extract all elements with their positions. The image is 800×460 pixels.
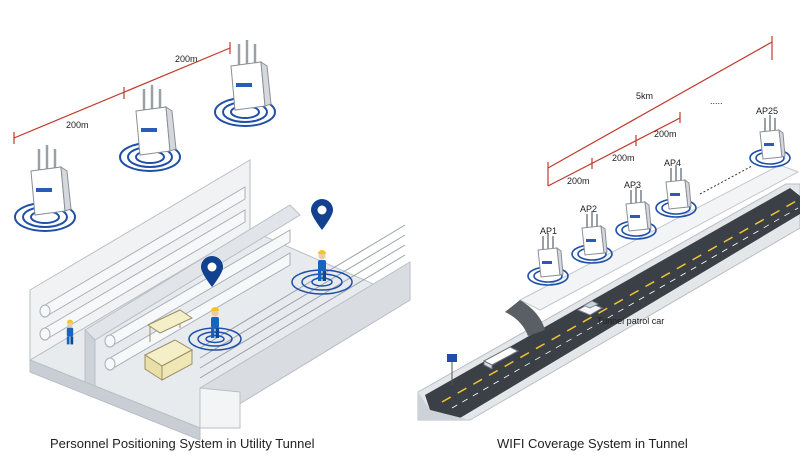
dimension-label: 200m — [612, 153, 635, 163]
dimension-lines: 200m 200m — [13, 42, 231, 144]
tunnel-bus — [482, 346, 520, 370]
ap-continuation — [699, 165, 753, 195]
access-point: AP25 — [749, 106, 791, 168]
access-point-group — [214, 38, 276, 127]
ellipsis-label: ..... — [710, 96, 723, 106]
access-point: AP3 — [615, 180, 657, 240]
road-tunnel — [417, 164, 800, 421]
ap-label: AP3 — [624, 180, 641, 190]
utility-cart — [143, 309, 194, 381]
pipes — [39, 186, 291, 371]
worker-marker — [291, 199, 353, 295]
utility-tunnel — [28, 159, 412, 441]
vehicle-label: Tunnel patrol car — [597, 316, 664, 326]
dimension-label: 200m — [567, 176, 590, 186]
left-caption: Personnel Positioning System in Utility … — [50, 436, 315, 451]
access-point-group — [14, 143, 76, 232]
access-point: AP4 — [655, 158, 697, 218]
road-sign — [447, 354, 457, 385]
dimension-label: 200m — [654, 129, 677, 139]
access-point: AP1 — [527, 226, 569, 286]
patrol-car — [576, 300, 604, 316]
dimension-label: 200m — [66, 120, 89, 130]
right-caption: WIFI Coverage System in Tunnel — [497, 436, 688, 451]
dimension-label: 200m — [175, 54, 198, 64]
access-point: AP2 — [571, 204, 613, 264]
ap-label: AP4 — [664, 158, 681, 168]
worker-marker — [188, 256, 242, 351]
total-distance-label: 5km — [636, 91, 653, 101]
total-distance-line: 5km ..... — [547, 36, 773, 186]
access-point-group — [119, 83, 181, 172]
left-panel: 200m 200m — [13, 38, 412, 441]
cable-trays — [199, 224, 406, 379]
right-panel: 5km ..... 200m 200m 200m — [417, 36, 800, 421]
ap-label: AP25 — [756, 106, 778, 116]
ap-label: AP2 — [580, 204, 597, 214]
ap-label: AP1 — [540, 226, 557, 236]
segment-dimensions: 200m 200m 200m — [547, 112, 681, 187]
